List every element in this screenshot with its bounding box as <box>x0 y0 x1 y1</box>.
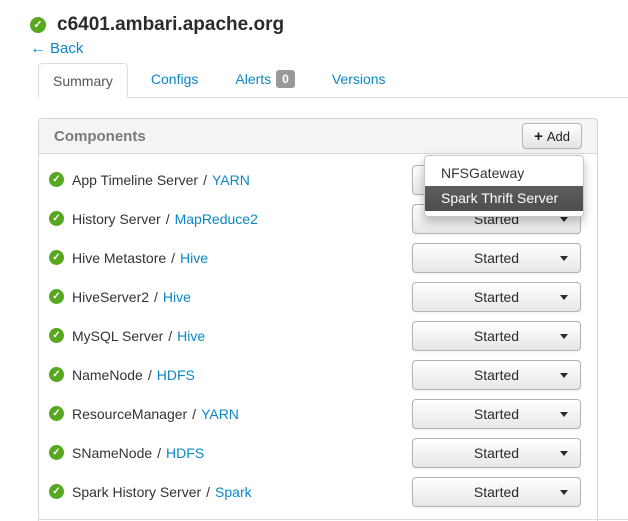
tab-configs[interactable]: Configs <box>137 62 212 97</box>
component-status-label: Started <box>473 405 520 422</box>
back-arrow-icon: ← <box>30 39 46 57</box>
host-name-title: c6401.ambari.apache.org <box>57 14 285 35</box>
service-link[interactable]: Hive <box>162 288 191 305</box>
host-header: ✓ c6401.ambari.apache.org <box>30 14 284 36</box>
add-component-button[interactable]: + Add <box>522 123 582 149</box>
component-status-check-icon: ✓ <box>49 211 64 226</box>
add-menu-item[interactable]: Spark Thrift Server <box>425 186 583 211</box>
tab-versions[interactable]: Versions <box>318 62 400 97</box>
component-status-dropdown[interactable]: Started <box>412 398 581 429</box>
component-status-label: Started <box>473 366 520 383</box>
component-status-label: Started <box>473 288 520 305</box>
component-service-separator: / <box>192 405 197 422</box>
component-name: HiveServer2 <box>72 288 150 305</box>
component-status-dropdown[interactable]: Started <box>412 437 581 468</box>
component-status-check-icon: ✓ <box>49 445 64 460</box>
component-row: ✓ NameNode / HDFS Started <box>39 355 597 394</box>
service-link[interactable]: Hive <box>177 327 206 344</box>
component-status-label: Started <box>473 444 520 461</box>
service-link[interactable]: YARN <box>201 405 239 422</box>
back-link[interactable]: ← Back <box>30 40 83 57</box>
component-status-dropdown[interactable]: Started <box>412 281 581 312</box>
service-link[interactable]: HDFS <box>156 366 195 383</box>
component-status-dropdown[interactable]: Started <box>412 359 581 390</box>
service-link[interactable]: MapReduce2 <box>174 210 258 227</box>
service-link[interactable]: Hive <box>180 249 209 266</box>
component-status-check-icon: ✓ <box>49 289 64 304</box>
add-component-menu: NFSGateway Spark Thrift Server <box>424 155 584 217</box>
caret-down-icon <box>560 216 568 222</box>
component-service-separator: / <box>206 483 211 500</box>
component-name: Spark History Server <box>72 483 202 500</box>
component-row: ✓ Hive Metastore / Hive Started <box>39 238 597 277</box>
component-name: MySQL Server <box>72 327 164 344</box>
add-button-label: Add <box>546 128 570 144</box>
tab-label: Alerts <box>235 71 272 87</box>
component-name: App Timeline Server <box>72 171 199 188</box>
caret-down-icon <box>560 294 568 300</box>
tab-summary[interactable]: Summary <box>38 63 128 98</box>
component-status-label: Started <box>473 249 520 266</box>
component-row: ✓ SNameNode / HDFS Started <box>39 433 597 472</box>
add-menu-item[interactable]: NFSGateway <box>441 165 525 181</box>
tab-label: Configs <box>150 71 199 87</box>
service-link[interactable]: Spark <box>215 483 252 500</box>
component-status-check-icon: ✓ <box>49 484 64 499</box>
component-status-check-icon: ✓ <box>49 172 64 187</box>
component-status-label: Started <box>473 483 520 500</box>
component-service-separator: / <box>168 327 173 344</box>
component-service-separator: / <box>171 249 176 266</box>
caret-down-icon <box>560 255 568 261</box>
component-service-separator: / <box>165 210 170 227</box>
component-name: SNameNode <box>72 444 153 461</box>
caret-down-icon <box>560 450 568 456</box>
component-status-check-icon: ✓ <box>49 250 64 265</box>
component-row: ✓ ResourceManager / YARN Started <box>39 394 597 433</box>
caret-down-icon <box>560 489 568 495</box>
component-row: ✓ Spark History Server / Spark Started <box>39 472 597 511</box>
caret-down-icon <box>560 372 568 378</box>
components-panel: Components + Add NFSGateway Spark Thrift… <box>38 118 598 521</box>
tab-label: Summary <box>53 73 113 89</box>
component-status-check-icon: ✓ <box>49 367 64 382</box>
component-status-label: Started <box>473 327 520 344</box>
plus-icon: + <box>534 127 543 145</box>
component-status-check-icon: ✓ <box>49 406 64 421</box>
components-panel-header: Components + Add <box>39 119 597 154</box>
component-service-separator: / <box>154 288 158 305</box>
component-status-dropdown[interactable]: Started <box>412 242 581 273</box>
bottom-divider <box>38 519 628 520</box>
caret-down-icon <box>560 333 568 339</box>
components-panel-title: Components <box>54 127 146 145</box>
component-status-check-icon: ✓ <box>49 328 64 343</box>
component-service-separator: / <box>157 444 162 461</box>
caret-down-icon <box>560 411 568 417</box>
component-name: History Server <box>72 210 161 227</box>
tab-label: Versions <box>331 71 386 87</box>
component-row: ✓ MySQL Server / Hive Started <box>39 316 597 355</box>
component-name: NameNode <box>72 366 143 383</box>
component-row: ✓ HiveServer2 / Hive Started <box>39 277 597 316</box>
component-name: Hive Metastore <box>72 249 167 266</box>
tab-badge: 0 <box>276 70 295 88</box>
component-status-dropdown[interactable]: Started <box>412 320 581 351</box>
service-link[interactable]: HDFS <box>166 444 205 461</box>
component-status-dropdown[interactable]: Started <box>412 476 581 507</box>
service-link[interactable]: YARN <box>211 171 250 188</box>
component-name: ResourceManager <box>72 405 188 422</box>
component-service-separator: / <box>147 366 152 383</box>
component-service-separator: / <box>203 171 207 188</box>
host-status-check-icon: ✓ <box>30 17 46 33</box>
back-link-label: Back <box>50 40 84 57</box>
